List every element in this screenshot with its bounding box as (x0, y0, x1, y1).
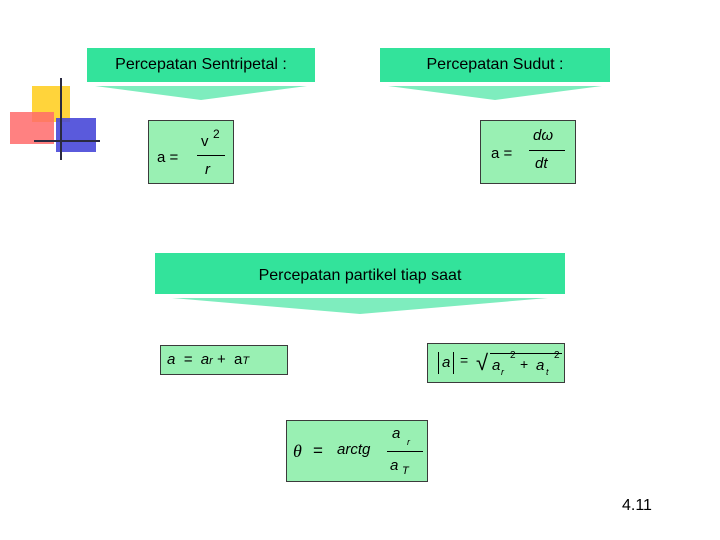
formula-sum-box: a = ar + aT (160, 345, 288, 375)
formula-angle-theta: θ (293, 441, 302, 461)
formula-sum-text: a = ar + aT (167, 351, 249, 368)
formula-magnitude-exp2: 2 (554, 350, 560, 361)
formula-magnitude-plus: + (520, 356, 529, 372)
logo-horizontal-line (34, 140, 100, 142)
formula-angle-fraction-bar (387, 451, 423, 452)
formula-magnitude-sqrt-bar (490, 353, 562, 354)
formula-sum-lhs: a = a (167, 351, 210, 368)
formula-sum-plus: + a (212, 351, 243, 368)
formula-magnitude-term2: a (536, 357, 545, 374)
logo-blue-square (56, 118, 96, 152)
logo-red-square (10, 112, 54, 144)
banner-sudut-arrow (388, 86, 602, 100)
formula-angle-fn: arctg (337, 441, 371, 458)
page-number: 4.11 (622, 497, 652, 514)
formula-magnitude-sub2: t (546, 367, 549, 377)
formula-angle-denominator: a (390, 457, 399, 474)
formula-angular-lhs: a = (491, 145, 513, 162)
formula-sum-sub-r: r (209, 355, 213, 367)
formula-magnitude-abs-left (438, 352, 439, 374)
formula-angular-fraction-bar (529, 150, 565, 151)
banner-partikel-label: Percepatan partikel tiap saat (258, 266, 462, 284)
banner-sudut: Percepatan Sudut : (380, 48, 610, 82)
formula-angular-denominator: dt (535, 155, 548, 172)
formula-centripetal-lhs: a = (157, 149, 179, 166)
formula-angle-numerator: a (392, 425, 401, 442)
banner-sudut-label: Percepatan Sudut : (426, 56, 564, 73)
formula-magnitude-abs-value: a (442, 354, 451, 371)
formula-sum-sub-t: T (242, 355, 250, 367)
formula-centripetal-box: a = v 2 r (148, 120, 234, 184)
banner-sentripetal-arrow (95, 86, 307, 100)
banner-partikel-arrow (172, 298, 548, 314)
formula-angular-box: a = dω dt (480, 120, 576, 184)
formula-magnitude-exp1: 2 (510, 350, 516, 361)
logo-decoration (0, 78, 100, 168)
formula-angle-denominator-sub: T (402, 465, 409, 477)
logo-vertical-line (60, 78, 62, 160)
formula-centripetal-fraction-bar (197, 155, 225, 156)
formula-magnitude-term1: a (492, 357, 501, 374)
formula-angular-numerator: dω (533, 127, 554, 144)
formula-magnitude-eq: = (460, 352, 469, 368)
formula-centripetal-denominator: r (205, 161, 210, 178)
formula-angle-numerator-sub: r (407, 437, 410, 447)
banner-sentripetal-label: Percepatan Sentripetal : (115, 56, 287, 73)
formula-magnitude-abs-right (453, 352, 454, 374)
formula-magnitude-box: a = √ a r 2 + a t 2 (427, 343, 565, 383)
formula-centripetal-exponent: 2 (213, 127, 220, 141)
formula-magnitude-sub1: r (501, 367, 504, 377)
formula-centripetal-numerator: v (201, 133, 209, 150)
banner-partikel: Percepatan partikel tiap saat (155, 253, 565, 294)
formula-magnitude-sqrt-sign: √ (476, 350, 489, 375)
formula-angle-box: θ = arctg a r a T (286, 420, 428, 482)
formula-angle-eq: = (313, 441, 323, 460)
banner-sentripetal: Percepatan Sentripetal : (87, 48, 315, 82)
